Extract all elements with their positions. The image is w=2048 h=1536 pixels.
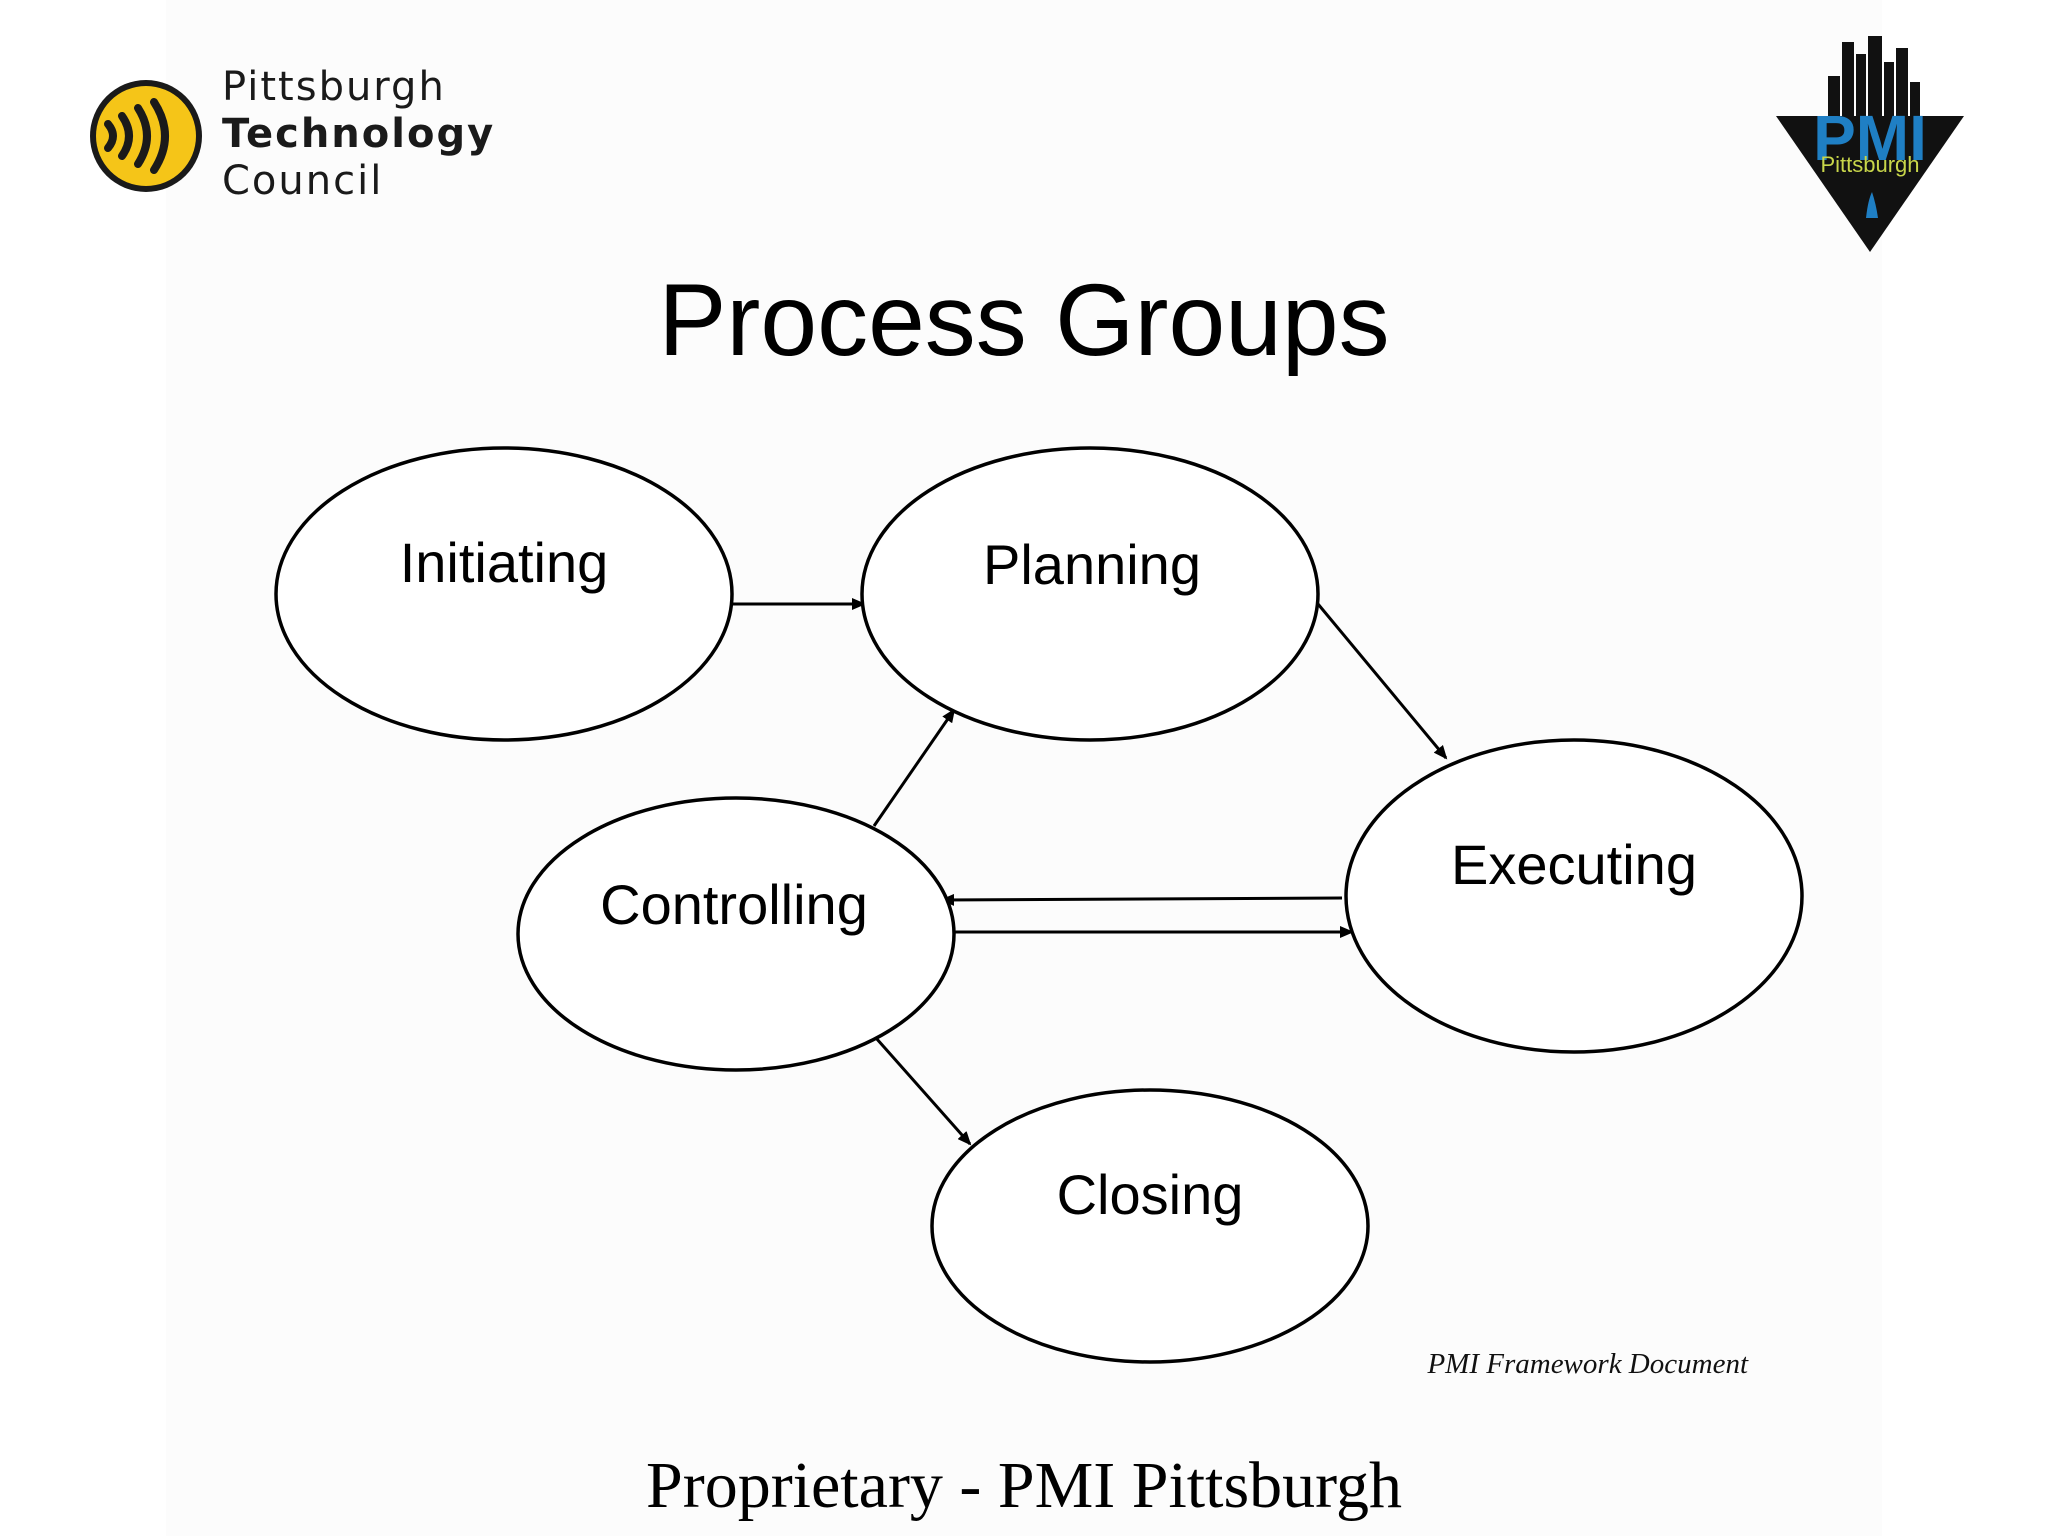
node-closing: Closing (930, 1088, 1370, 1364)
pmi-city-label: Pittsburgh (1820, 152, 1919, 177)
pmi-triangle-shape (1776, 116, 1964, 252)
node-planning: Planning (860, 446, 1320, 742)
footer-text: Proprietary - PMI Pittsburgh (646, 1449, 1402, 1522)
node-label-planning: Planning (983, 533, 1201, 596)
ptc-line-2: Technology (222, 111, 496, 157)
pmi-wordmark: PMI (1813, 102, 1927, 174)
node-controlling: Controlling (516, 796, 956, 1072)
pmi-pittsburgh-logo: PMI Pittsburgh (1776, 36, 1964, 252)
city-skyline-icon (1828, 36, 1920, 122)
ptc-line-3: Council (222, 158, 384, 204)
node-label-initiating: Initiating (400, 531, 609, 594)
source-note: PMI Framework Document (1427, 1348, 1748, 1380)
fountain-icon (1866, 192, 1878, 218)
edge-controlling-to-closing (874, 1037, 972, 1146)
node-executing: Executing (1344, 738, 1804, 1054)
slide-title: Process Groups (658, 263, 1390, 377)
edge-controlling-to-planning (872, 708, 956, 827)
ptc-badge-icon (90, 80, 202, 192)
node-label-executing: Executing (1451, 833, 1697, 896)
edge-planning-to-executing (1316, 603, 1448, 760)
node-label-controlling: Controlling (600, 873, 868, 936)
node-label-closing: Closing (1057, 1163, 1244, 1226)
ptc-line-1: Pittsburgh (222, 64, 446, 110)
ptc-wordmark: Pittsburgh Technology Council (222, 64, 495, 205)
pittsburgh-technology-council-logo: Pittsburgh Technology Council (82, 64, 493, 214)
edge-executing-to-controlling (940, 893, 1343, 906)
node-initiating: Initiating (274, 446, 734, 742)
